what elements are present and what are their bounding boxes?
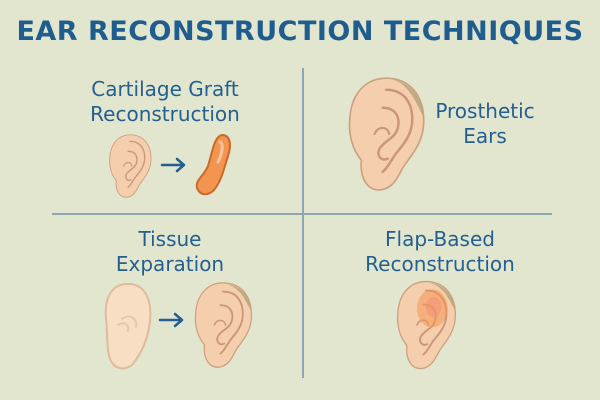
panel-cartilage-graft-line1: Cartilage Graft <box>91 77 239 101</box>
arrow-right-icon <box>160 157 186 173</box>
arrow-right-icon <box>158 312 184 328</box>
panel-prosthetic-line1: Prosthetic <box>435 99 535 123</box>
tissue-expander-icon <box>104 282 152 370</box>
panel-cartilage-graft-label: Cartilage Graft Reconstruction <box>60 77 270 127</box>
vertical-divider <box>302 68 304 378</box>
cartilage-graft-icon <box>195 133 231 196</box>
panel-tissue-label: Tissue Exparation <box>80 227 260 277</box>
panel-cartilage-graft-line2: Reconstruction <box>90 102 240 126</box>
panel-flap-label: Flap-Based Reconstruction <box>350 227 530 277</box>
flap-ear-icon <box>396 280 457 370</box>
panel-tissue-line1: Tissue <box>138 227 202 251</box>
panel-prosthetic-line2: Ears <box>463 124 507 148</box>
ear-icon <box>108 134 152 198</box>
prosthetic-ear-icon <box>348 77 425 192</box>
horizontal-divider <box>52 213 552 215</box>
ear-icon <box>194 281 253 369</box>
page-title: EAR RECONSTRUCTION TECHNIQUES <box>16 16 584 47</box>
panel-tissue-line2: Exparation <box>115 252 225 276</box>
panel-prosthetic-label: Prosthetic Ears <box>420 99 550 149</box>
panel-flap-line2: Reconstruction <box>365 252 515 276</box>
panel-flap-line1: Flap-Based <box>385 227 495 251</box>
